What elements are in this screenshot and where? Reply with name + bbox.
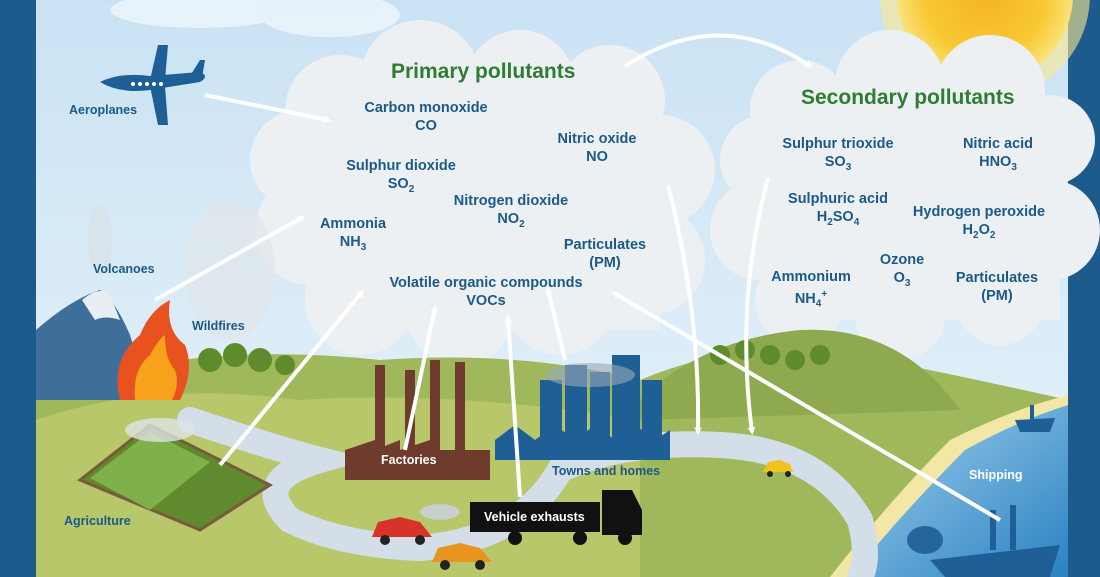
- secondary-pollutants-cloud: [710, 30, 1100, 360]
- decorative-cloud: [110, 0, 400, 37]
- pollutant-name: Nitric acid: [962, 136, 1034, 152]
- pollutant-formula: H2O2: [962, 222, 996, 241]
- pollutant-name: Nitrogen dioxide: [453, 193, 569, 209]
- pollutant-name: Sulphur dioxide: [346, 158, 456, 174]
- aeroplane-icon: [100, 45, 205, 125]
- pollutant-name: Hydrogen peroxide: [912, 204, 1046, 220]
- arrow-volcanoes: [154, 215, 306, 302]
- pollutant-name: Sulphur trioxide: [782, 136, 894, 152]
- towns-and-homes-icon: [495, 355, 670, 460]
- wildfire-icon: [117, 200, 275, 400]
- pollutant-name: Nitric oxide: [557, 131, 637, 147]
- pollutant-name: Particulates: [563, 237, 647, 253]
- pollutant-formula: NH4+: [794, 289, 828, 310]
- pollutant-formula: SO2: [387, 176, 415, 195]
- arrow-factories: [403, 305, 438, 451]
- arrow-agriculture: [218, 289, 364, 467]
- distant-ship-icon: [1015, 405, 1055, 432]
- volcanoes-label: Volcanoes: [93, 262, 155, 276]
- pollutant-formula: SO3: [824, 154, 852, 173]
- truck-icon: [420, 490, 642, 545]
- pollutant-formula: NO2: [497, 211, 525, 230]
- arrow-towns: [545, 287, 567, 361]
- aeroplanes-label: Aeroplanes: [69, 103, 138, 117]
- primary-pollutant: Particulates (PM): [545, 236, 665, 272]
- agriculture-label: Agriculture: [64, 514, 131, 528]
- pollutant-name: Ozone: [879, 252, 925, 268]
- secondary-pollutant: Particulates (PM): [937, 269, 1057, 305]
- shipping-label: Shipping: [969, 468, 1023, 482]
- pollutant-formula: VOCs: [466, 293, 506, 309]
- orange-car-icon: [432, 543, 492, 570]
- pollutant-name: Particulates: [955, 270, 1039, 286]
- factory-icon: [345, 360, 490, 480]
- pollutant-formula: NH3: [339, 234, 367, 253]
- arrow-down-primary: [666, 184, 703, 435]
- secondary-pollutants-title: Secondary pollutants: [801, 86, 1015, 109]
- pollutant-formula: (PM): [589, 255, 621, 271]
- arrow-vehicles: [504, 315, 522, 498]
- factories-label: Factories: [381, 453, 437, 467]
- arrow-down-secondary: [744, 177, 770, 435]
- pollutant-name: Ammonia: [319, 216, 387, 232]
- pollutant-name: Carbon monoxide: [364, 100, 488, 116]
- pollutant-formula: O3: [893, 270, 911, 289]
- pollutant-name: Volatile organic compounds: [389, 275, 583, 291]
- arrows: [154, 33, 1002, 522]
- wildfires-label: Wildfires: [192, 319, 245, 333]
- vehicle-exhausts-label: Vehicle exhausts: [484, 510, 585, 524]
- pollutant-name: Sulphuric acid: [788, 191, 888, 207]
- pollutant-name: Ammonium: [771, 269, 851, 285]
- arrow-primary-to-secondary: [623, 33, 813, 68]
- ship-icon: [907, 505, 1060, 577]
- primary-pollutants-title: Primary pollutants: [391, 60, 576, 83]
- pollutant-formula: (PM): [981, 288, 1013, 304]
- yellow-car-icon: [763, 460, 793, 477]
- pollutant-formula: H2SO4: [816, 209, 860, 228]
- arrow-shipping: [611, 291, 1002, 522]
- red-car-icon: [372, 517, 432, 545]
- arrow-aeroplanes: [204, 93, 331, 123]
- pollutant-formula: HNO3: [979, 154, 1017, 173]
- pollutant-formula: CO: [415, 118, 437, 134]
- towns-and-homes-label: Towns and homes: [552, 464, 661, 478]
- pollutant-formula: NO: [586, 149, 608, 165]
- agriculture-field-icon: [77, 418, 274, 532]
